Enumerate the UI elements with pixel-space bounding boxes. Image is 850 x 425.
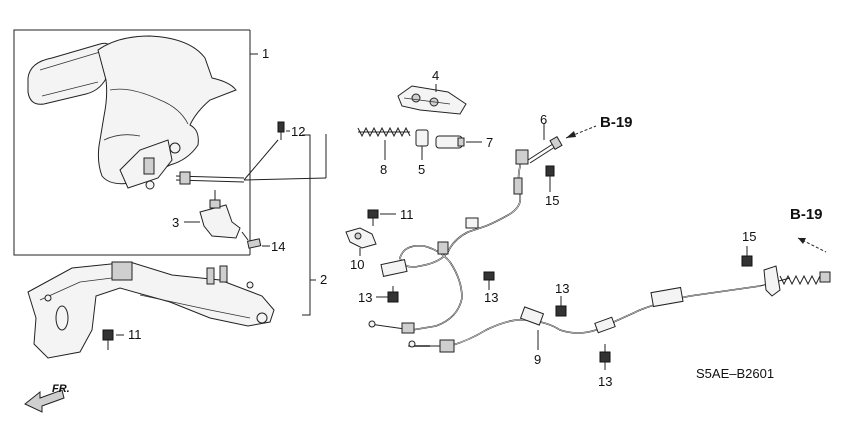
lever-base-bracket xyxy=(27,261,275,359)
bolt-11-lower xyxy=(102,329,114,350)
b19-arrow-top xyxy=(565,125,597,139)
callout-5: 5 xyxy=(418,162,425,177)
callout-2: 2 xyxy=(320,272,327,287)
clip-5 xyxy=(415,129,429,147)
bolt-13-b xyxy=(483,271,495,281)
front-direction-arrow xyxy=(24,389,65,413)
callout-9: 9 xyxy=(534,352,541,367)
callout-15-upper: 15 xyxy=(545,193,559,208)
ref-b19-top: B-19 xyxy=(600,114,633,131)
bolt-14 xyxy=(246,238,262,249)
bolt-13-c xyxy=(555,305,567,317)
callout-12: 12 xyxy=(291,124,305,139)
bolt-12 xyxy=(277,121,285,140)
callout-13-b: 13 xyxy=(484,290,498,305)
rear-brake-cable-right xyxy=(408,265,831,353)
callout-3: 3 xyxy=(172,215,179,230)
bolt-13-a xyxy=(387,286,399,303)
bolt-13-d xyxy=(599,344,611,363)
callout-1: 1 xyxy=(262,46,269,61)
callout-13-a: 13 xyxy=(358,290,372,305)
bolt-15-right xyxy=(741,246,753,267)
callout-4: 4 xyxy=(432,68,439,83)
bolt-11-upper xyxy=(367,209,379,226)
collar-7 xyxy=(435,135,465,149)
bracket-3 xyxy=(199,190,241,239)
callout-13-c: 13 xyxy=(555,281,569,296)
clip-10 xyxy=(345,227,377,249)
callout-14: 14 xyxy=(271,239,285,254)
adjust-bolt-6 xyxy=(527,135,563,164)
ref-b19-right: B-19 xyxy=(790,206,823,223)
equalizer-4 xyxy=(397,85,467,115)
bolt-15-upper xyxy=(545,165,555,186)
rear-brake-cable-left xyxy=(368,149,529,334)
parking-brake-lever xyxy=(27,35,245,190)
callout-11-upper: 11 xyxy=(400,207,414,222)
diagram-code: S5AE–B2601 xyxy=(696,366,774,381)
lever-group-frame xyxy=(13,29,251,256)
spring-8 xyxy=(357,126,411,138)
callout-13-d: 13 xyxy=(598,374,612,389)
callout-10: 10 xyxy=(350,257,364,272)
b19-arrow-right xyxy=(797,237,827,253)
front-label: FR. xyxy=(52,383,70,395)
callout-15-right: 15 xyxy=(742,229,756,244)
callout-11-lower: 11 xyxy=(128,327,142,342)
callout-7: 7 xyxy=(486,135,493,150)
callout-6: 6 xyxy=(540,112,547,127)
callout-8: 8 xyxy=(380,162,387,177)
